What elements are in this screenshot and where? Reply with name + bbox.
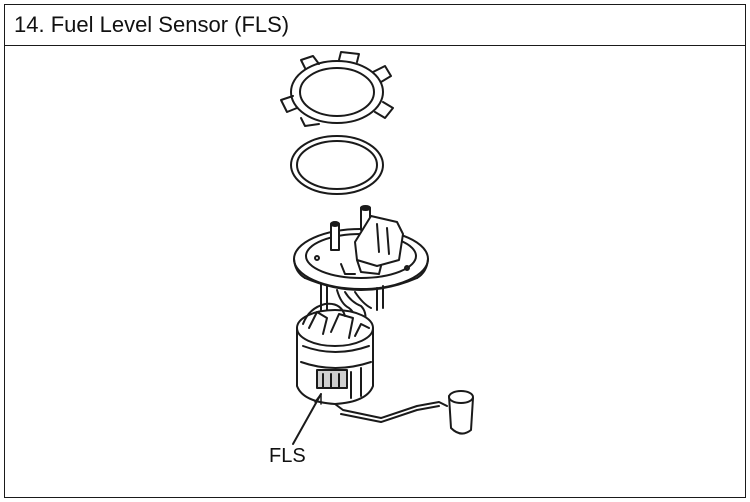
lock-ring [280, 51, 394, 127]
fuel-pump-figure: FLS [5, 46, 745, 497]
pump-flange [293, 205, 429, 291]
header-bar: 14. Fuel Level Sensor (FLS) [5, 5, 745, 46]
fls-leader-line [292, 393, 322, 445]
page-title: 14. Fuel Level Sensor (FLS) [14, 12, 290, 37]
fls-float [448, 390, 474, 435]
pump-reservoir [296, 302, 374, 405]
fls-callout-label: FLS [269, 445, 306, 467]
fls-float-arm [334, 401, 448, 423]
gasket-ring [290, 135, 384, 195]
diagram-frame: 14. Fuel Level Sensor (FLS) [4, 4, 746, 498]
fuel-pump-illustration [280, 51, 474, 445]
